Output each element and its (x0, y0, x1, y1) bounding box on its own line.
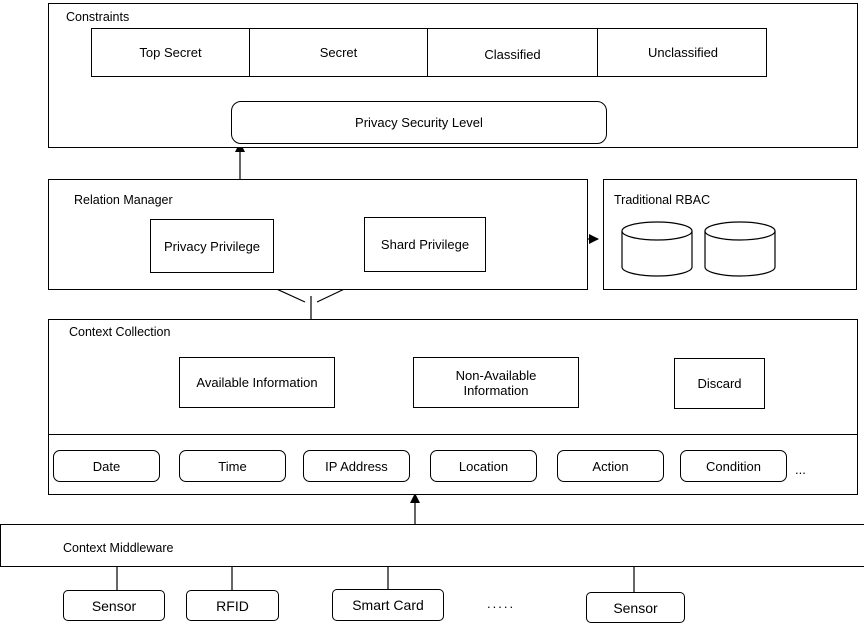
level-top-secret: Top Secret (92, 29, 250, 76)
devices-more: ..... (487, 596, 516, 611)
context-middleware-bar: Context Middleware (0, 524, 864, 567)
traditional-rbac-title: Traditional RBAC (614, 193, 711, 207)
discard-box: Discard (674, 358, 765, 409)
privacy-security-level-box: Privacy Security Level (231, 101, 607, 144)
device-smart-card: Smart Card (332, 589, 444, 621)
relation-manager-title: Relation Manager (74, 193, 173, 207)
attribute-action: Action (557, 450, 664, 482)
attribute-condition: Condition (680, 450, 787, 482)
context-middleware-title: Context Middleware (63, 541, 174, 555)
shard-privilege-box: Shard Privilege (364, 217, 486, 272)
attribute-time: Time (179, 450, 286, 482)
security-levels-table: Top Secret Secret Classified Unclassifie… (91, 28, 767, 77)
device-sensor-2: Sensor (586, 592, 685, 623)
database-icon (621, 221, 693, 277)
non-available-information-box: Non-Available Information (413, 357, 579, 408)
attributes-more: ... (795, 462, 806, 477)
level-secret: Secret (250, 29, 428, 76)
attribute-ip-address: IP Address (303, 450, 410, 482)
available-information-box: Available Information (179, 357, 335, 408)
device-rfid: RFID (186, 590, 279, 621)
attributes-divider (49, 434, 857, 435)
constraints-title: Constraints (66, 10, 130, 24)
attribute-date: Date (53, 450, 160, 482)
attribute-location: Location (430, 450, 537, 482)
level-classified: Classified (428, 29, 598, 76)
context-collection-title: Context Collection (69, 325, 171, 339)
privacy-privilege-box: Privacy Privilege (150, 219, 274, 273)
database-icon (704, 221, 776, 277)
device-sensor: Sensor (63, 590, 165, 621)
level-unclassified: Unclassified (647, 45, 719, 60)
relation-manager-panel: Relation Manager (48, 179, 588, 290)
